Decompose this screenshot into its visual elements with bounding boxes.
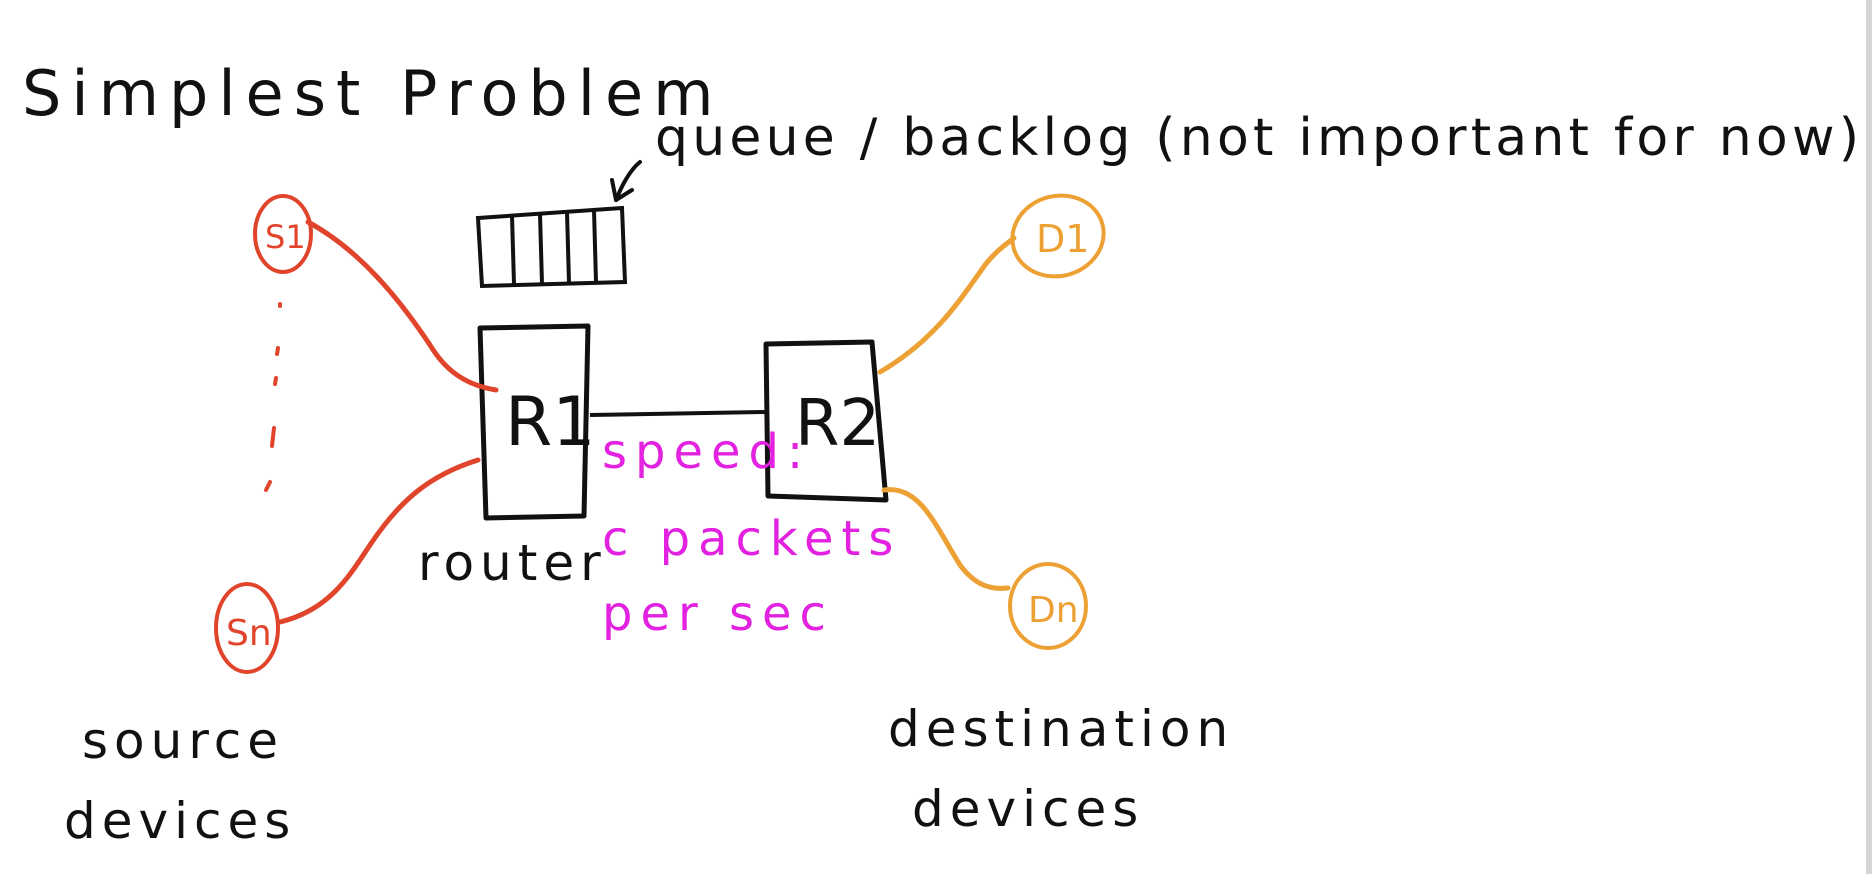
speed-line-2: c packets [602, 511, 901, 567]
source-node-first: S1 [253, 194, 313, 274]
speed-line-3: per sec [602, 586, 834, 642]
router-r1: R1 [477, 323, 596, 521]
source-ellipsis [264, 302, 282, 492]
source-last-label: Sn [226, 613, 272, 654]
speed-line-1: speed: [602, 424, 811, 480]
source-links [277, 219, 499, 625]
router-r2-label: R2 [795, 387, 880, 461]
destination-caption-line-2: devices [912, 780, 1144, 838]
diagram-title: Simplest Problem [22, 57, 724, 130]
router-caption: router [418, 534, 607, 592]
destination-node-first: D1 [1010, 193, 1106, 279]
destination-caption-line-1: destination [888, 700, 1234, 758]
vertical-scrollbar[interactable] [1866, 0, 1872, 874]
queue-arrow [610, 160, 642, 202]
queue-note: queue / backlog (not important for now) [655, 108, 1865, 168]
destination-links [877, 235, 1017, 591]
link-speed-annotation: speed: c packets per sec [602, 424, 901, 642]
destination-node-last: Dn [1008, 562, 1088, 650]
source-first-label: S1 [265, 218, 306, 256]
destination-last-label: Dn [1028, 590, 1079, 631]
router-r2: R2 [763, 339, 889, 503]
source-caption-line-2: devices [64, 792, 296, 850]
router-link [589, 410, 767, 417]
destination-first-label: D1 [1036, 217, 1089, 261]
queue-buffer [475, 205, 628, 289]
source-caption-line-1: source [82, 712, 284, 770]
router-r1-label: R1 [505, 383, 596, 462]
source-node-last: Sn [214, 582, 280, 674]
